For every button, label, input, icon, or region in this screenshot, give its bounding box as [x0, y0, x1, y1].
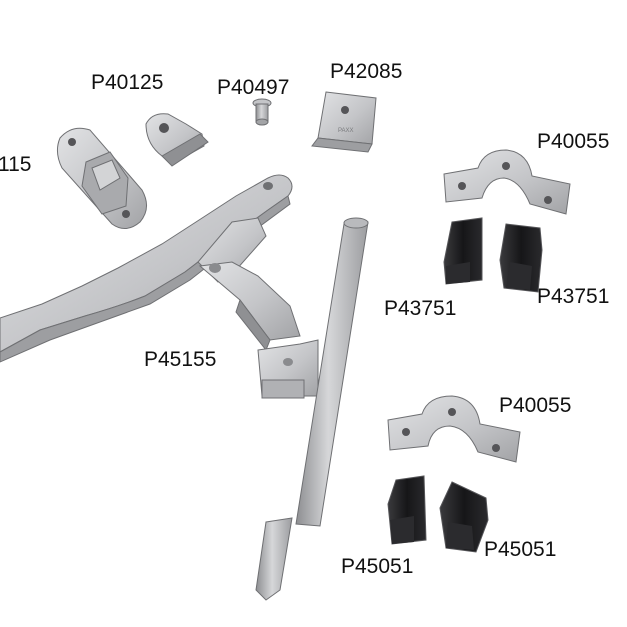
label-p40115-partial: 115 [0, 153, 32, 176]
p43751-left-insert [443, 217, 483, 285]
p42085-emboss: PAXX [338, 128, 354, 134]
label-p42085: P42085 [330, 60, 403, 83]
label-p40125: P40125 [91, 71, 164, 94]
label-p45051-right: P45051 [484, 538, 557, 561]
vertical-rod [255, 217, 369, 601]
p40055-top-bracket [443, 149, 571, 215]
p40497-pin [252, 98, 272, 126]
p40125-bracket [145, 113, 209, 167]
label-p43751-right: P43751 [537, 285, 610, 308]
label-p45051-left: P45051 [341, 555, 414, 578]
p40055-bottom-bracket [387, 395, 521, 463]
label-p40055-top: P40055 [537, 130, 610, 153]
label-p43751-left: P43751 [384, 297, 457, 320]
label-p40055-bottom: P40055 [499, 394, 572, 417]
p45051-right-insert [439, 481, 489, 553]
p45051-left-insert [387, 475, 427, 545]
label-p45155: P45155 [144, 348, 217, 371]
handle-arm [0, 174, 293, 363]
p40115-plate [56, 127, 147, 229]
p42085-clip: PAXX [311, 91, 377, 153]
p43751-right-insert [499, 223, 543, 293]
label-p40497: P40497 [217, 76, 290, 99]
handle-linkage [197, 217, 319, 399]
